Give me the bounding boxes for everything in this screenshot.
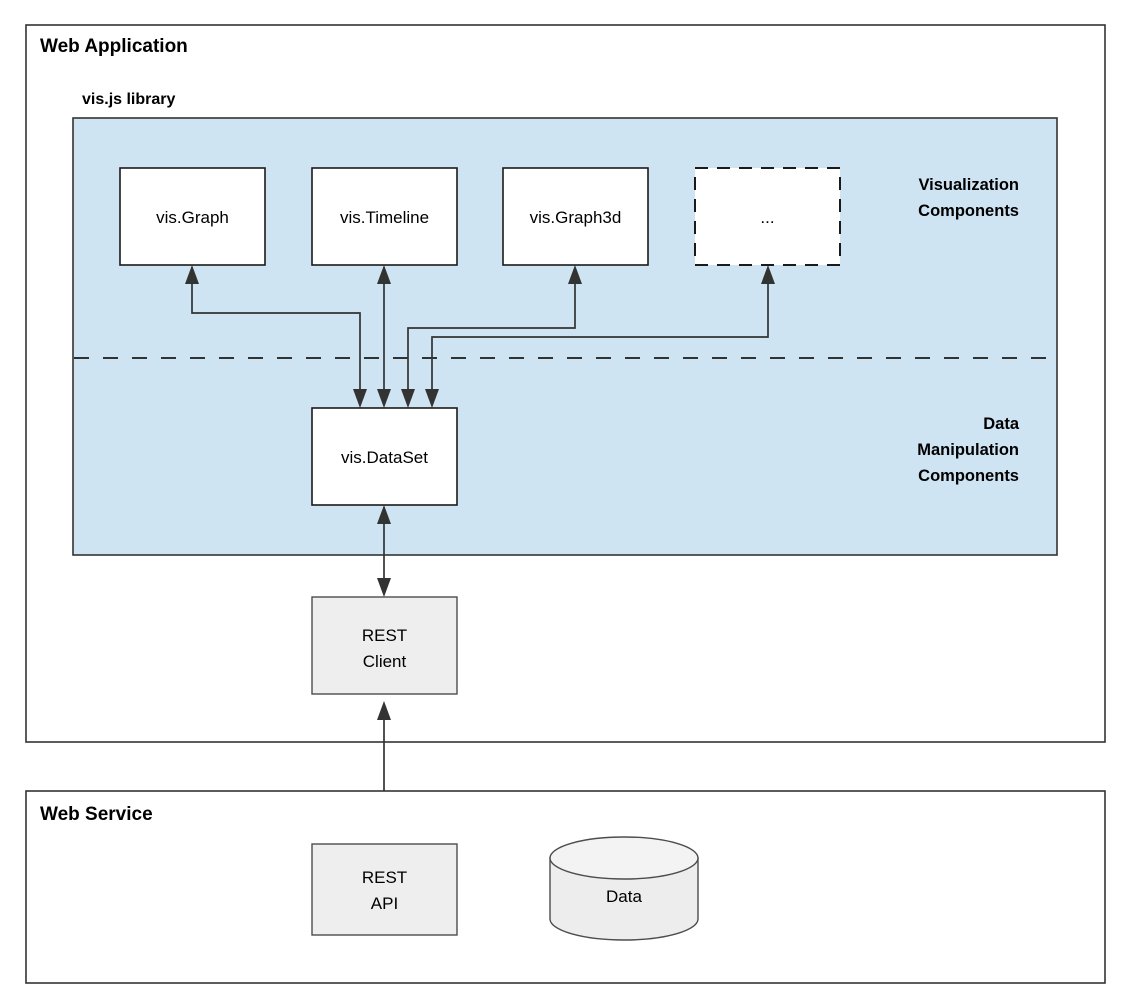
node-rest-api-line-1: REST bbox=[362, 868, 407, 887]
node-vis-dataset-label: vis.DataSet bbox=[341, 448, 428, 467]
visualization-components-line-2: Components bbox=[918, 202, 1019, 220]
arrow-head-up-vis-graph bbox=[185, 265, 199, 284]
arrow-head-up-vis-timeline bbox=[377, 265, 391, 284]
container-web-application-label: Web Application bbox=[40, 36, 188, 57]
node-vis-graph3d-label: vis.Graph3d bbox=[530, 208, 622, 227]
arrow-head-up-rest-client bbox=[377, 701, 391, 720]
edge-timeline-dataset bbox=[377, 265, 391, 408]
arrow-head-down-dataset-2 bbox=[377, 389, 391, 408]
node-vis-timeline[interactable]: vis.Timeline bbox=[311, 167, 458, 266]
arrow-head-up-dataset bbox=[377, 505, 391, 524]
node-vis-graph[interactable]: vis.Graph bbox=[119, 167, 266, 266]
data-manipulation-components-line-3: Components bbox=[918, 467, 1019, 485]
arrow-head-down-dataset-3 bbox=[401, 389, 415, 408]
node-rest-api-line-2: API bbox=[371, 894, 398, 913]
arrow-head-up-vis-graph3d bbox=[568, 265, 582, 284]
container-web-service-label: Web Service bbox=[40, 804, 153, 825]
arrow-head-up-more-components bbox=[761, 265, 775, 284]
edge-graph-dataset bbox=[185, 265, 367, 408]
node-more-components[interactable]: ... bbox=[694, 167, 841, 266]
node-rest-client-line-1: REST bbox=[362, 626, 407, 645]
edge-more-dataset bbox=[425, 265, 775, 408]
visualization-components-line-1: Visualization bbox=[918, 176, 1019, 194]
arrow-head-down-dataset-4 bbox=[425, 389, 439, 408]
node-more-components-label: ... bbox=[760, 208, 774, 227]
node-rest-client[interactable]: REST Client bbox=[311, 596, 458, 695]
arrow-head-down-rest-client bbox=[377, 578, 391, 597]
data-manipulation-components-line-1: Data bbox=[983, 415, 1020, 433]
library-label: vis.js library bbox=[82, 91, 175, 108]
data-manipulation-components-line-2: Manipulation bbox=[917, 441, 1019, 459]
edge-graph3d-dataset bbox=[401, 265, 582, 408]
group-label-data-manipulation-components: Data Manipulation Components bbox=[917, 415, 1020, 485]
node-vis-timeline-label: vis.Timeline bbox=[340, 208, 429, 227]
node-data-store-label: Data bbox=[606, 887, 642, 906]
node-vis-graph-label: vis.Graph bbox=[156, 208, 229, 227]
node-data-store[interactable]: Data bbox=[549, 836, 699, 941]
node-rest-api[interactable]: REST API bbox=[311, 843, 458, 936]
arrow-head-down-dataset-1 bbox=[353, 389, 367, 408]
group-label-visualization-components: Visualization Components bbox=[918, 176, 1019, 220]
edge-dataset-restclient bbox=[377, 505, 391, 597]
node-vis-graph3d[interactable]: vis.Graph3d bbox=[502, 167, 649, 266]
node-vis-dataset[interactable]: vis.DataSet bbox=[311, 407, 458, 506]
node-rest-client-line-2: Client bbox=[363, 652, 407, 671]
